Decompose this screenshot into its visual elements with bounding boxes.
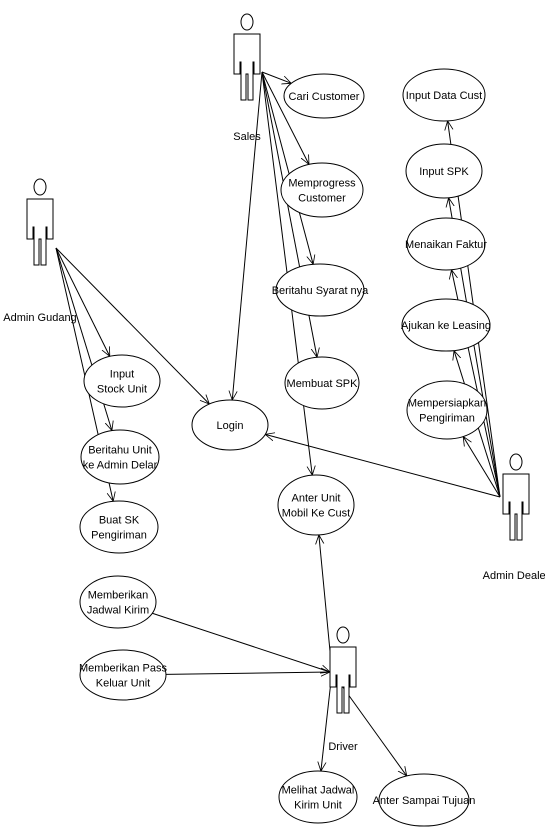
use-case-input-data-cust[interactable]: Input Data Cust <box>402 68 486 122</box>
use-case-membuat-spk[interactable]: Membuat SPK <box>284 356 360 410</box>
association-sales-to-memprogress-customer <box>261 71 309 164</box>
use-case-label: Jadwal Kirim <box>87 605 149 617</box>
use-case-ellipse <box>284 356 360 410</box>
use-case-menaikan-faktur[interactable]: Menaikan Faktur <box>405 217 487 271</box>
actor-label: Sales <box>233 131 261 143</box>
association-sales-to-login <box>232 71 263 400</box>
use-case-ellipse <box>278 770 358 824</box>
use-case-label: Buat SK <box>99 515 140 527</box>
use-case-label: Input <box>110 369 134 381</box>
use-case-beritahu-unit[interactable]: Beritahu Unit ke Admin Delar <box>80 429 160 485</box>
use-case-label: Menaikan Faktur <box>405 239 487 251</box>
association-sales-to-cari-customer <box>261 71 291 83</box>
use-case-label: Beritahu Syarat nya <box>272 285 369 297</box>
use-case-ellipse <box>280 162 364 218</box>
actor-body <box>233 33 261 101</box>
use-case-label: Pengiriman <box>91 530 147 542</box>
actor-label: Admin Dealer <box>483 570 545 582</box>
association-memberikan-jadwal-to-driver <box>152 612 330 672</box>
actor-body <box>502 473 530 541</box>
actor-driver[interactable]: Driver <box>328 626 358 753</box>
use-case-ellipse <box>402 68 486 122</box>
association-sales-to-beritahu-syarat <box>261 71 313 264</box>
use-case-ellipse <box>80 429 160 485</box>
use-case-label: Memprogress <box>288 178 356 190</box>
use-case-label: Anter Sampai Tujuan <box>373 795 476 807</box>
use-case-ellipse <box>406 217 486 271</box>
use-case-label: Input SPK <box>419 166 469 178</box>
actor-body <box>329 646 357 714</box>
use-cases: Cari CustomerMemprogressCustomerBeritahu… <box>79 68 491 827</box>
actor-head <box>240 13 254 31</box>
use-case-ellipse <box>275 263 365 317</box>
use-case-label: Login <box>217 420 244 432</box>
use-case-login[interactable]: Login <box>191 399 269 451</box>
use-case-ellipse <box>79 500 159 554</box>
actor-head <box>33 178 47 196</box>
use-case-ellipse <box>406 380 488 440</box>
use-case-ellipse <box>83 354 161 408</box>
use-case-label: Anter Unit <box>292 493 341 505</box>
actor-label: Admin Gudang <box>3 312 76 324</box>
use-case-label: Beritahu Unit <box>88 445 152 457</box>
use-case-label: Ajukan ke Leasing <box>401 320 491 332</box>
actor-admin-dealer[interactable]: Admin Dealer <box>483 453 545 582</box>
use-case-ajukan-leasing[interactable]: Ajukan ke Leasing <box>401 298 491 352</box>
use-case-label: ke Admin Delar <box>83 460 158 472</box>
use-case-ellipse <box>405 143 483 199</box>
use-case-label: Kirim Unit <box>294 800 342 812</box>
use-case-input-spk[interactable]: Input SPK <box>405 143 483 199</box>
actor-body <box>26 198 54 266</box>
use-case-label: Stock Unit <box>97 384 147 396</box>
association-driver-to-melihat-jadwal <box>321 671 333 771</box>
association-admin-dealer-to-login <box>265 434 501 498</box>
association-memberikan-pass-to-driver <box>165 672 330 674</box>
use-case-label: Mempersiapkan <box>408 398 486 410</box>
use-case-label: Memberikan Pass <box>79 663 168 675</box>
use-case-label: Input Data Cust <box>406 90 482 102</box>
actor-head <box>336 626 350 644</box>
actor-admin-gudang[interactable]: Admin Gudang <box>3 178 77 324</box>
use-case-label: Mobil Ke Cust <box>282 508 350 520</box>
use-case-label: Cari Customer <box>289 91 360 103</box>
use-case-ellipse <box>401 298 491 352</box>
association-admin-gudang-to-login <box>55 247 209 404</box>
use-case-label: Melihat Jadwal <box>282 785 355 797</box>
use-case-ellipse <box>378 773 470 827</box>
use-case-anter-sampai[interactable]: Anter Sampai Tujuan <box>373 773 476 827</box>
association-admin-gudang-to-input-stock <box>55 247 111 356</box>
use-case-buat-sk[interactable]: Buat SK Pengiriman <box>79 500 159 554</box>
association-admin-dealer-to-mempersiapkan-pengiriman <box>463 437 501 498</box>
use-case-ellipse <box>283 73 365 119</box>
actor-head <box>509 453 523 471</box>
use-case-label: Keluar Unit <box>96 678 150 690</box>
use-case-ellipse <box>191 399 269 451</box>
association-driver-to-anter-sampai <box>331 671 407 776</box>
use-case-label: Membuat SPK <box>287 378 359 390</box>
use-case-label: Pengiriman <box>419 413 475 425</box>
use-case-beritahu-syarat[interactable]: Beritahu Syarat nya <box>272 263 369 317</box>
use-case-ellipse <box>277 474 355 536</box>
actor-sales[interactable]: Sales <box>233 13 261 143</box>
use-case-label: Memberikan <box>88 590 149 602</box>
actor-label: Driver <box>328 741 358 753</box>
use-case-cari-customer[interactable]: Cari Customer <box>283 73 365 119</box>
use-case-ellipse <box>79 575 157 629</box>
use-case-label: Customer <box>298 193 346 205</box>
use-case-ellipse <box>79 649 167 701</box>
